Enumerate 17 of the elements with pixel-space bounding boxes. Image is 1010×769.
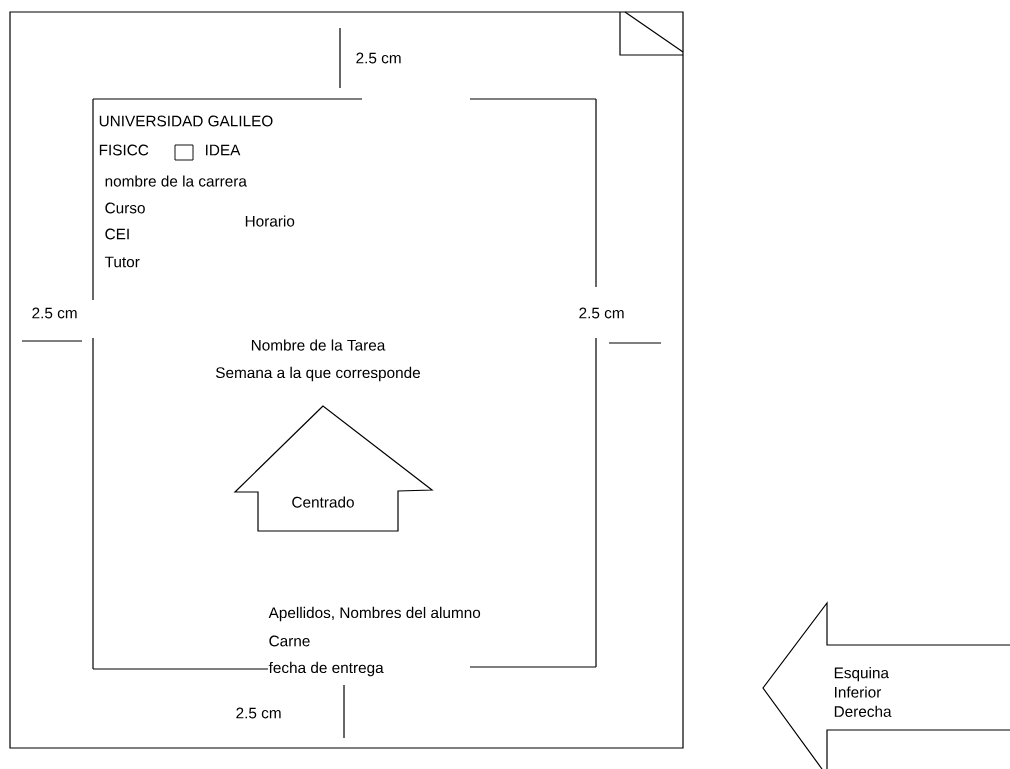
- label-text: Horario: [245, 215, 295, 227]
- label-text: fecha de entrega: [268, 661, 384, 677]
- label-text: CEI: [105, 228, 129, 240]
- label-text: Apellidos, Nombres del alumno: [268, 606, 481, 622]
- label-text: Tutor: [104, 256, 140, 268]
- label-text: 2.5 cm: [579, 307, 624, 319]
- label-text: Carne: [269, 635, 310, 647]
- label-text: Curso: [105, 202, 145, 214]
- label-text: Nombre de la Tarea: [251, 339, 386, 351]
- label-text: UNIVERSIDAD GALILEO: [99, 115, 273, 127]
- label-text: 2.5 cm: [32, 307, 77, 319]
- label-text: IDEA: [206, 144, 241, 156]
- label-text: FISICC: [99, 144, 149, 156]
- label-text: nombre de la carrera: [105, 175, 247, 187]
- label-text: 2.5 cm: [356, 52, 401, 64]
- label-text: 2.5 cm: [236, 707, 281, 719]
- label-text: Semana a la que corresponde: [216, 366, 420, 382]
